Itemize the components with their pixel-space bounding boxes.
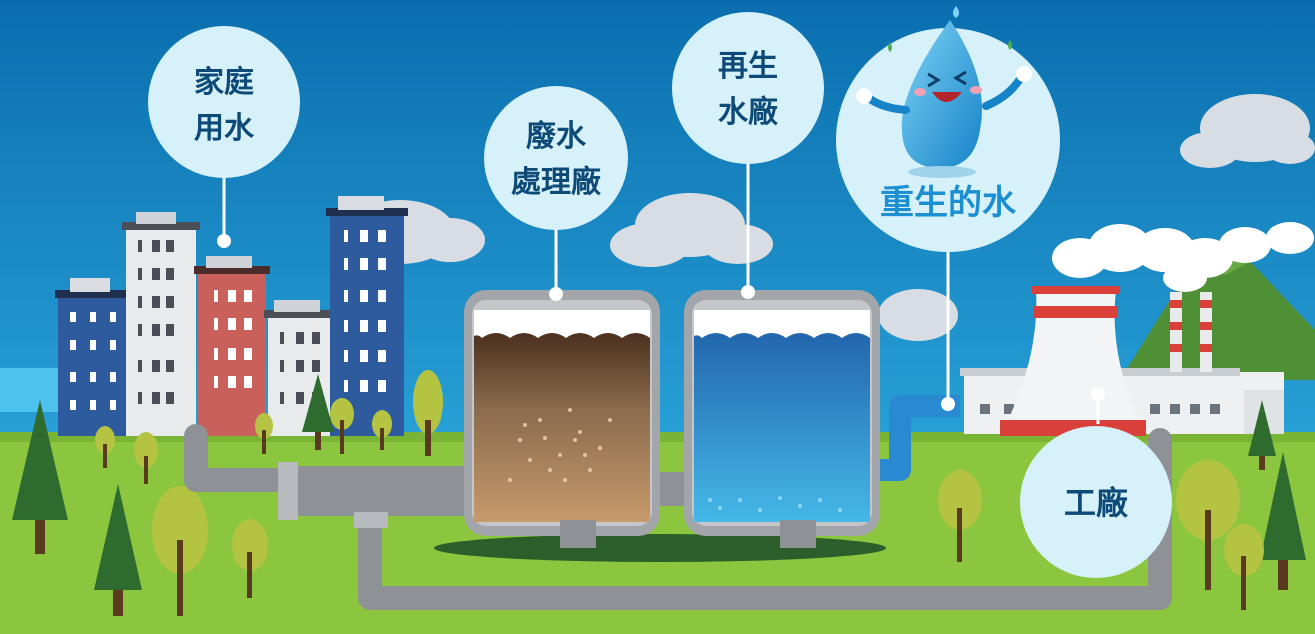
tank-shadow [434, 534, 886, 562]
cooling-tower-icon [1000, 286, 1146, 436]
bubble-factory: 工廠 [1020, 426, 1172, 578]
mountain [1120, 240, 1315, 380]
reclaimed-label-line1: 再生 [718, 49, 778, 84]
bubble-reborn-water: 重生的水 [836, 6, 1060, 252]
factory-label: 工廠 [1064, 484, 1128, 522]
steam-icon [1052, 222, 1314, 292]
bubble-reclaimed-water-plant: 再生 水廠 [672, 12, 824, 164]
bubble-wastewater-plant: 廢水 處理廠 [484, 86, 628, 230]
reclaimed-water-tank [684, 290, 880, 548]
callout-lines [222, 160, 1100, 424]
domestic-label-line1: 家庭 [194, 65, 254, 100]
reclaimed-label-line2: 水廠 [718, 95, 778, 130]
clean-water-pipe [866, 395, 960, 481]
reborn-water-label: 重生的水 [880, 183, 1017, 223]
water-droplet-mascot-icon [856, 6, 1032, 178]
wastewater-label-line1: 廢水 [526, 119, 587, 154]
tree-icon [12, 370, 1306, 616]
callout-dots [217, 234, 1105, 411]
bubble-domestic-water: 家庭 用水 [148, 26, 300, 178]
grey-pipe-main [280, 466, 470, 516]
building-icon [55, 196, 408, 436]
wastewater-label-line2: 處理廠 [511, 165, 601, 200]
wastewater-tank [464, 290, 660, 548]
domestic-label-line2: 用水 [194, 111, 255, 146]
cloud-icon [345, 94, 1315, 341]
